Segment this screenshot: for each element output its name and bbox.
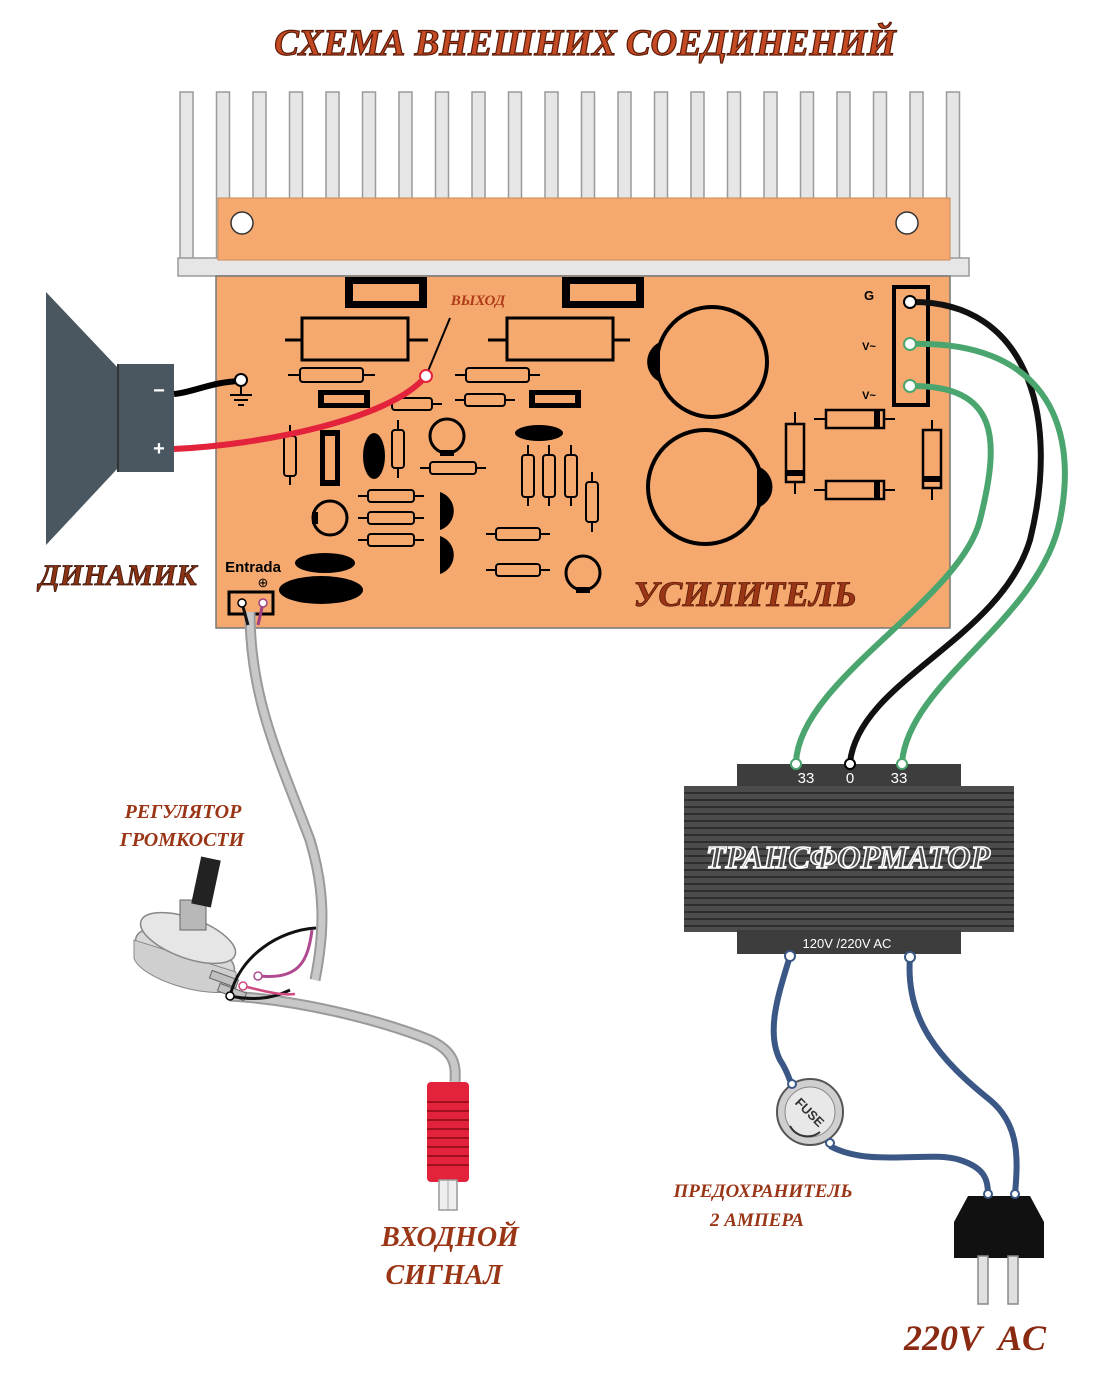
- fuse-label-line1: ПРЕДОХРАНИТЕЛЬ: [672, 1181, 852, 1202]
- tap-right-terminal: [896, 758, 908, 770]
- resistor-small-5: [420, 461, 486, 475]
- amplifier-label: УСИЛИТЕЛЬ: [633, 574, 856, 614]
- mains-wire-direct: [906, 956, 1020, 1195]
- primary-terminal-left: [784, 950, 796, 962]
- fuse: FUSE: [776, 1078, 844, 1148]
- heatsink-fin: [179, 91, 194, 263]
- transistor-d-1: [440, 492, 454, 530]
- mains-plug: [954, 1189, 1044, 1305]
- input-terminal-signal: [258, 598, 268, 608]
- transformer: ТРАНСФОРМАТОР 33 0 33 120V /220V AC: [684, 764, 1014, 954]
- diode-1: [814, 408, 895, 430]
- resistor-small-2: [455, 367, 540, 383]
- filter-capacitor-top: [647, 305, 769, 419]
- mounting-hole-left: [230, 211, 254, 235]
- mains-wire-to-fuse: [770, 955, 798, 1093]
- rca-plug: [427, 1082, 469, 1211]
- terminal-g-label: G: [864, 288, 874, 303]
- speaker-cone: [46, 292, 118, 545]
- amplifier-board: G V~ V~ Entrada ⊕ ВЫХОД УСИЛИТЕЛЬ: [215, 197, 951, 629]
- primary-terminal-right: [904, 951, 916, 963]
- tap-right-label: 33: [891, 770, 908, 787]
- terminal-v2: [903, 379, 917, 393]
- resistor-vertical-3: [521, 445, 535, 506]
- terminal-g: [903, 295, 917, 309]
- capacitor-oval-1: [363, 433, 385, 479]
- diode-3: [784, 412, 806, 494]
- terminal-v1-label: V~: [862, 341, 876, 353]
- capacitor-oval-4: [279, 576, 363, 604]
- tap-left-terminal: [790, 758, 802, 770]
- resistor-vertical-6: [585, 472, 599, 532]
- tap-center-terminal: [844, 758, 856, 770]
- input-cable: [244, 611, 328, 982]
- resistor-large-right: [488, 316, 630, 362]
- entrada-label: Entrada: [225, 559, 282, 576]
- speaker-wire-positive: [173, 374, 429, 452]
- diode-4: [921, 420, 943, 500]
- resistor-small-9: [486, 527, 550, 541]
- resistor-small-7: [358, 511, 424, 525]
- tap-center-label: 0: [846, 770, 854, 787]
- diode-2: [814, 479, 895, 501]
- pot-wire-ground-2: [229, 988, 291, 1000]
- output-label: ВЫХОД: [450, 293, 506, 309]
- output-terminal: [419, 369, 433, 383]
- potentiometer-shaft: [191, 856, 221, 908]
- input-label-line1: ВХОДНОЙ: [380, 1221, 520, 1253]
- speaker: − +: [46, 292, 174, 545]
- transformer-laminations: [684, 792, 1014, 927]
- transformer-label: ТРАНСФОРМАТОР: [706, 839, 991, 875]
- mains-wire-fuse-to-plug: [828, 1143, 991, 1195]
- ground-terminal: [234, 373, 248, 387]
- speaker-magnet: [118, 364, 174, 472]
- resistor-small-4: [455, 393, 515, 407]
- resistor-vertical-5: [564, 445, 578, 506]
- rca-plug-ribs: [427, 1101, 469, 1166]
- diagram-title: СХЕМА ВНЕШНИХ СОЕДИНЕНИЙ: [274, 21, 897, 64]
- volume-label-line2: ГРОМКОСТИ: [119, 829, 246, 851]
- mains-label: 220V AC: [903, 1318, 1047, 1358]
- power-wire-v2: [793, 382, 994, 763]
- volume-label-line1: РЕГУЛЯТОР: [124, 801, 242, 823]
- capacitor-oval-2: [515, 425, 563, 441]
- resistor-vertical-2: [391, 420, 405, 478]
- input-terminal-ground: [237, 598, 247, 608]
- capacitor-oval-3: [295, 553, 355, 573]
- power-wire-v1: [899, 340, 1068, 763]
- small-capacitor-3: [564, 554, 602, 592]
- terminal-v2-label: V~: [862, 390, 876, 402]
- primary-label: 120V /220V AC: [803, 936, 892, 951]
- resistor-vertical-4: [542, 445, 556, 506]
- small-capacitor-2: [311, 499, 349, 537]
- speaker-plus-label: +: [153, 438, 165, 460]
- pot-wire-signal-in: [259, 929, 314, 978]
- entrada-symbol: ⊕: [258, 575, 269, 590]
- speaker-label: ДИНАМИК: [36, 559, 198, 592]
- small-capacitor-1: [428, 417, 466, 455]
- resistor-small-10: [486, 563, 550, 577]
- speaker-wire-negative: [173, 378, 242, 397]
- tap-left-label: 33: [798, 770, 815, 787]
- pot-wire-ground: [228, 926, 317, 997]
- resistor-small-6: [358, 489, 424, 503]
- terminal-v1: [903, 337, 917, 351]
- resistor-large-left: [285, 316, 428, 362]
- power-wire-ground: [847, 298, 1044, 763]
- transistor-d-2: [440, 536, 454, 574]
- mounting-hole-right: [895, 211, 919, 235]
- resistor-small-8: [358, 533, 424, 547]
- volume-potentiometer: [133, 856, 248, 1002]
- input-label-line2: СИГНАЛ: [385, 1260, 503, 1291]
- output-lead: [425, 317, 451, 377]
- fuse-label-line2: 2 АМПЕРА: [709, 1210, 804, 1231]
- filter-capacitor-bottom: [646, 428, 773, 546]
- resistor-small-1: [288, 367, 375, 383]
- speaker-minus-label: −: [153, 380, 165, 402]
